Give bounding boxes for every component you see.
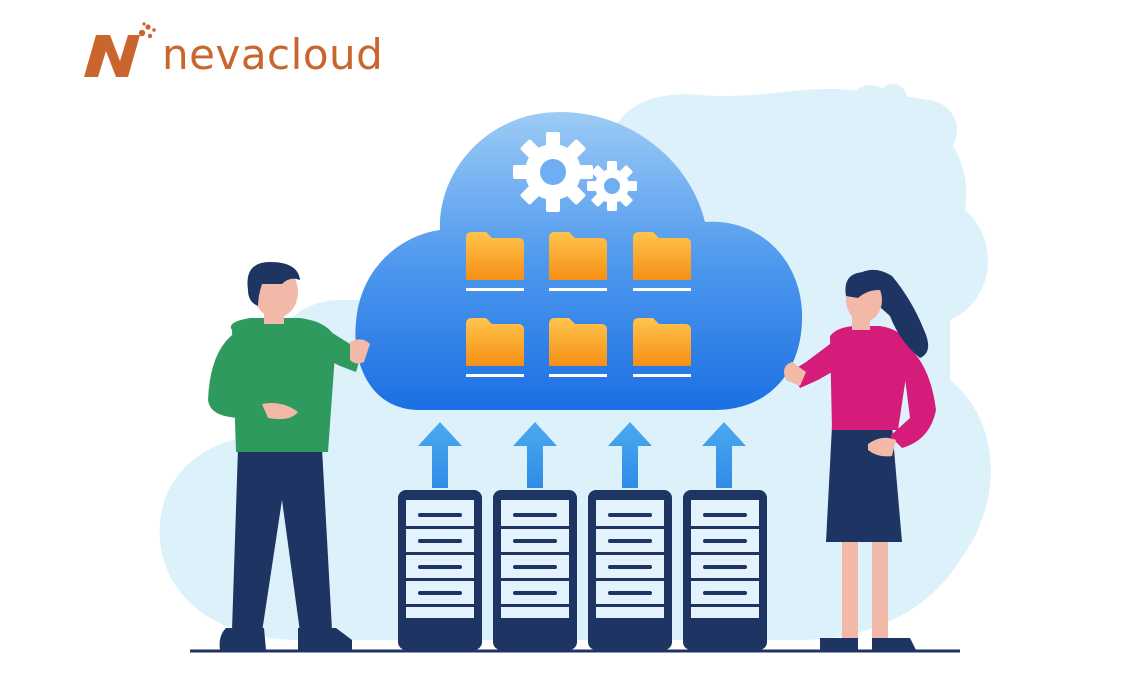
arrow-up-icon (418, 422, 462, 488)
folder-icon (549, 318, 607, 377)
folder-icon (633, 318, 691, 377)
server-rack-icon (398, 490, 482, 650)
folder-icon (549, 232, 607, 291)
arrow-up-icon (513, 422, 557, 488)
woman-figure (784, 269, 936, 650)
brand-logo[interactable]: nevacloud (80, 18, 383, 88)
folder-icon (466, 232, 524, 291)
upload-arrows (418, 422, 746, 488)
logo-mark-icon (84, 22, 156, 77)
server-rack-icon (493, 490, 577, 650)
folder-grid (466, 232, 691, 377)
brand-name: nevacloud (162, 30, 384, 79)
server-rack-icon (683, 490, 767, 650)
server-rack-icon (588, 490, 672, 650)
man-figure (208, 262, 370, 650)
folder-icon (633, 232, 691, 291)
server-racks (398, 490, 767, 650)
folder-icon (466, 318, 524, 377)
arrow-up-icon (608, 422, 652, 488)
gear-icon (513, 132, 637, 212)
arrow-up-icon (702, 422, 746, 488)
